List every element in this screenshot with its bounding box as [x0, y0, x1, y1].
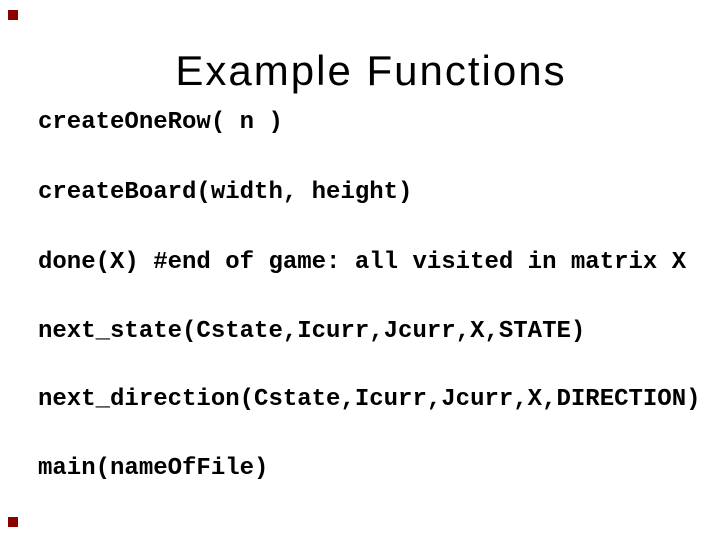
slide-title: Example Functions: [175, 47, 567, 94]
code-line-done: done(X) #end of game: all visited in mat…: [38, 249, 687, 276]
corner-marker-top-icon: [8, 10, 18, 20]
code-line-createOneRow: createOneRow( n ): [38, 109, 283, 136]
code-line-createBoard: createBoard(width, height): [38, 179, 413, 206]
code-line-next-direction: next_direction(Cstate,Icurr,Jcurr,X,DIRE…: [38, 386, 701, 413]
corner-marker-bottom-icon: [8, 517, 18, 527]
code-line-next-state: next_state(Cstate,Icurr,Jcurr,X,STATE): [38, 318, 586, 345]
code-line-main: main(nameOfFile): [38, 455, 269, 482]
